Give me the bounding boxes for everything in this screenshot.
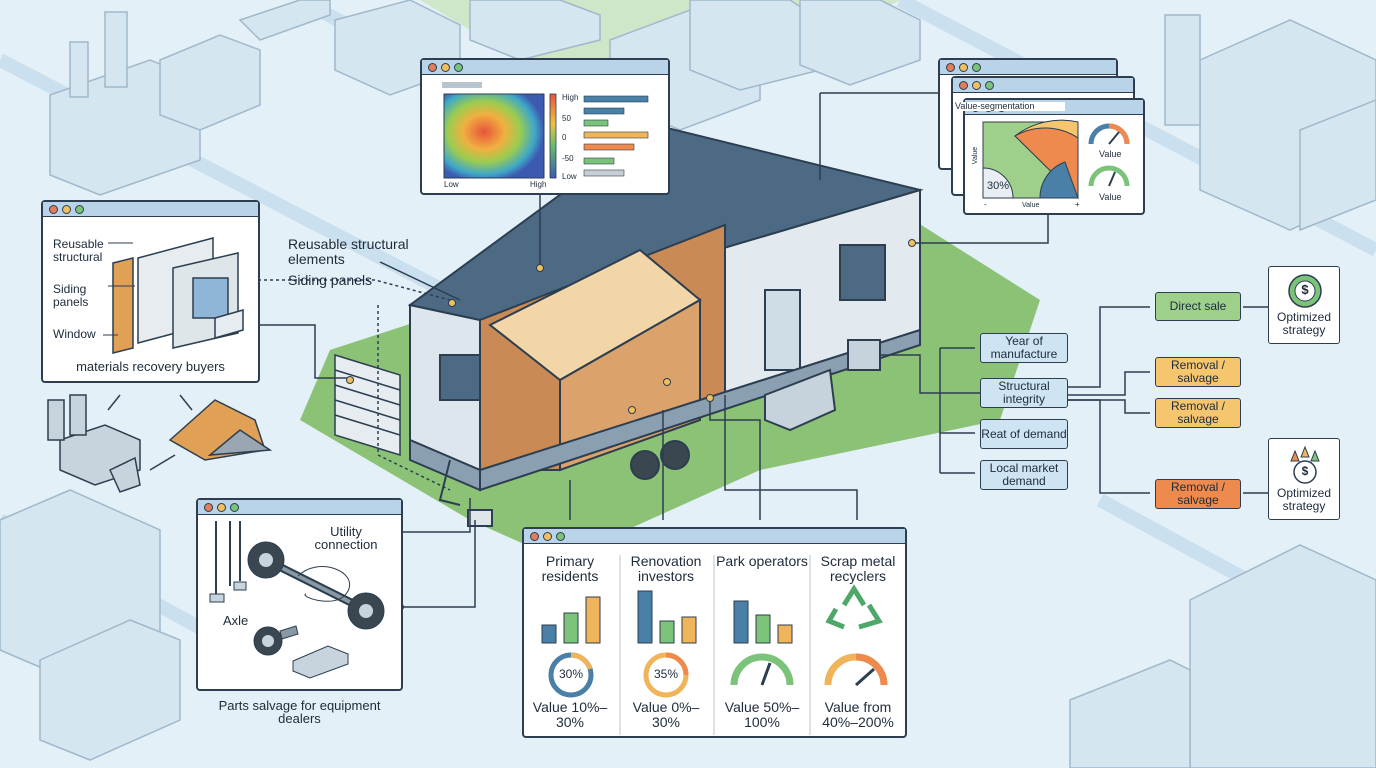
outcome-removal-2: Removal / salvage (1155, 398, 1241, 428)
materials-illustration (103, 237, 244, 354)
segment-1-title: Primary residents (541, 553, 599, 584)
parts-caption: Parts salvage for equipment dealers (218, 698, 381, 726)
close-dot[interactable] (204, 502, 213, 512)
outcome-removal-1: Removal / salvage (1155, 357, 1241, 387)
titlebar (524, 529, 905, 544)
maximize-dot[interactable] (985, 80, 994, 90)
dollar-growth-icon (1290, 445, 1320, 484)
segments-graphic (541, 555, 888, 735)
material-piles (47, 394, 273, 493)
strategy-label-2: Optimized strategy (1276, 486, 1332, 513)
maximize-dot[interactable] (556, 531, 565, 541)
close-dot[interactable] (428, 62, 437, 72)
minimize-dot[interactable] (62, 204, 71, 214)
heatmap-legend-0: 0 (562, 133, 567, 142)
optimized-strategy-card-2: $ Optimized strategy (1268, 438, 1340, 520)
titlebar (953, 78, 1133, 93)
heatmap-axis-low: Low (444, 180, 459, 189)
parts-salvage-panel: Utility connection Axle Parts salvage fo… (196, 498, 403, 725)
segmentation-pct: 30% (987, 180, 1010, 192)
titlebar (43, 202, 258, 217)
segment-2-title: Renovation investors (630, 553, 702, 584)
maximize-dot[interactable] (230, 502, 239, 512)
maximize-dot[interactable] (972, 62, 981, 72)
segment-2-value: Value 0%–30% (632, 699, 700, 730)
heatmap-legend-50: 50 (562, 114, 571, 123)
segment-4-value: Value from 40%–200% (822, 699, 894, 730)
titlebar (198, 500, 401, 515)
factor-demand: Reat of demand (980, 419, 1068, 449)
mobile-home (407, 123, 924, 527)
segment-2-pct: 35% (653, 667, 679, 681)
segment-1-value: Value 10%–30% (532, 699, 608, 730)
factor-year: Year of manufacture (980, 333, 1068, 363)
segment-4-title: Scrap metal recyclers (820, 553, 896, 584)
heatmap-legend-minus50: -50 (562, 154, 574, 163)
callout-siding-panels: Siding panels (288, 272, 373, 288)
segment-3-title: Park operators (716, 553, 808, 569)
close-dot[interactable] (49, 204, 58, 214)
minimize-dot[interactable] (972, 80, 981, 90)
gauge-2-label: Value (1099, 192, 1122, 202)
parts-label-utility: Utility connection (314, 524, 378, 552)
titlebar (422, 60, 668, 75)
segmentation-window-front: Value-segmentation Value 30% Value - + V… (955, 98, 1145, 215)
factor-local-market: Local market demand (980, 460, 1068, 490)
materials-caption: materials recovery buyers (76, 359, 225, 374)
segmentation-axis-x: Value (1022, 202, 1040, 209)
factor-structural-integrity: Structural integrity (980, 378, 1068, 408)
heatmap-graphic (442, 82, 649, 179)
buyer-segments-panel: Primary residents Renovation investors P… (522, 527, 907, 738)
segment-1-pct: 30% (558, 667, 584, 681)
heatmap-legend-high: High (562, 93, 579, 102)
strategy-label-1: Optimized strategy (1276, 310, 1332, 337)
heatmap-axis-high: High (530, 180, 547, 189)
connector-lines (228, 92, 1268, 608)
close-dot[interactable] (530, 531, 539, 541)
callout-reusable-elements: Reusable structural elements (288, 236, 409, 267)
maximize-dot[interactable] (454, 62, 463, 72)
heatmap-legend-low: Low (562, 172, 577, 181)
maximize-dot[interactable] (75, 204, 84, 214)
close-dot[interactable] (946, 62, 955, 72)
dollar-badge-icon (1288, 274, 1322, 308)
heatmap-panel: High 50 0 -50 Low Low High (420, 58, 670, 195)
close-dot[interactable] (959, 80, 968, 90)
minimize-dot[interactable] (543, 531, 552, 541)
materials-label-reusable: Reusable structural (53, 237, 104, 264)
titlebar (940, 60, 1116, 75)
minimize-dot[interactable] (217, 502, 226, 512)
segment-3-value: Value 50%–100% (724, 699, 800, 730)
minimize-dot[interactable] (959, 62, 968, 72)
segmentation-axis-y: Value (972, 146, 980, 165)
segmentation-axis-minus: - (984, 200, 987, 209)
materials-recovery-panel: Reusable structural Siding panels Window… (41, 200, 260, 383)
outcome-direct-sale: Direct sale (1155, 292, 1241, 321)
segmentation-graphic (982, 119, 1130, 200)
parts-illustration (209, 521, 385, 679)
outcome-removal-3: Removal / salvage (1155, 479, 1241, 509)
segmentation-axis-plus: + (1075, 200, 1080, 209)
materials-label-window: Window (53, 327, 96, 341)
segmentation-title: Value-segmentation (955, 102, 1065, 111)
parts-label-axle: Axle (223, 613, 249, 628)
materials-label-siding: Siding panels (53, 282, 89, 309)
gauge-1-label: Value (1099, 149, 1122, 159)
dollar-sign-1: $ (1301, 282, 1309, 297)
dollar-sign-2: $ (1301, 464, 1309, 478)
optimized-strategy-card-1: $ Optimized strategy (1268, 266, 1340, 344)
minimize-dot[interactable] (441, 62, 450, 72)
